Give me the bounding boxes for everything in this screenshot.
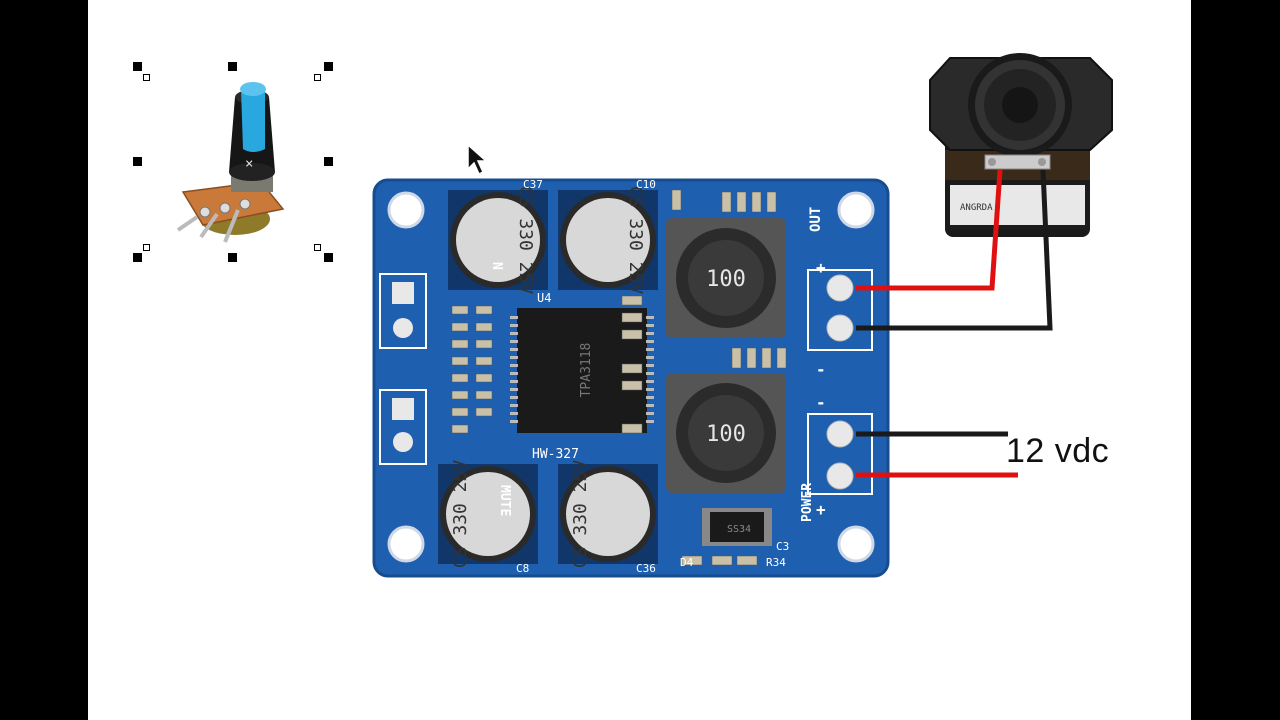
svg-text:CS 330 25V: CS 330 25V: [450, 460, 471, 569]
svg-text:CS 330 25V: CS 330 25V: [515, 186, 536, 295]
capacitor-top-right: CS 330 25V: [558, 186, 658, 295]
silk-label-pwr-minus: -: [816, 393, 826, 412]
svg-text:CS 330 25V: CS 330 25V: [570, 460, 591, 569]
amplifier-board: CS 330 25V CS 330 25V CS 330 25V CS 330 …: [372, 178, 890, 578]
selection-handle[interactable]: [228, 62, 237, 71]
svg-text:CS 330 25V: CS 330 25V: [625, 186, 646, 295]
silk-label-pwr-plus: +: [816, 500, 826, 519]
capacitor-bottom-left: CS 330 25V: [438, 460, 538, 569]
capacitor-top-left: CS 330 25V: [448, 186, 548, 295]
supply-voltage-label: 12 vdc: [1006, 432, 1110, 470]
speaker-image: ANGRDA: [929, 53, 1113, 237]
diagram-canvas: × ANGRDA CS 330 25V: [88, 0, 1191, 720]
svg-text:HW-327: HW-327: [532, 447, 579, 462]
inductor-bottom: 100: [666, 373, 786, 493]
selection-handle[interactable]: [133, 62, 142, 71]
speaker-negative-wire: [856, 169, 1053, 331]
silk-label-r34: R34: [766, 556, 786, 569]
svg-text:×: ×: [245, 156, 253, 172]
selection-handle[interactable]: [143, 74, 150, 81]
silk-label-c36: C36: [636, 562, 656, 575]
selection-handle[interactable]: [314, 74, 321, 81]
svg-text:100: 100: [706, 267, 746, 292]
silk-label-out-minus: -: [816, 360, 826, 379]
svg-text:TPA3118: TPA3118: [579, 343, 594, 398]
svg-text:ANGRDA: ANGRDA: [960, 203, 993, 213]
silk-label-c10: C10: [636, 178, 656, 191]
inductor-top: 100: [666, 218, 786, 338]
silk-label-out-plus: +: [816, 258, 826, 277]
silk-label-c37: C37: [523, 178, 543, 191]
selection-handle[interactable]: [133, 157, 142, 166]
wiring: [856, 169, 1053, 478]
capacitor-bottom-right: CS 330 25V: [558, 460, 658, 569]
silk-label-c3: C3: [776, 540, 790, 553]
mouse-cursor-icon: [467, 143, 488, 176]
selection-handle[interactable]: [324, 253, 333, 262]
selection-handle[interactable]: [143, 244, 150, 251]
selection-handle[interactable]: [314, 244, 321, 251]
svg-text:100: 100: [706, 422, 746, 447]
selection-handle[interactable]: [324, 62, 333, 71]
power-terminals: [807, 413, 873, 495]
selection-handle[interactable]: [228, 253, 237, 262]
svg-text:U4: U4: [537, 291, 551, 305]
left-connector-bottom: [379, 389, 427, 465]
potentiometer-selection[interactable]: ×: [133, 62, 333, 266]
potentiometer-image: ×: [176, 82, 285, 243]
selection-handle[interactable]: [324, 157, 333, 166]
speaker-positive-wire: [856, 169, 1003, 291]
silk-label-d4: D4: [680, 556, 694, 569]
silk-label-c8: C8: [516, 562, 530, 575]
selection-handle[interactable]: [133, 253, 142, 262]
svg-text:SS34: SS34: [727, 524, 751, 535]
output-terminals: [807, 269, 873, 351]
left-connector-top: [379, 273, 427, 349]
diode-ss34: SS34: [702, 508, 772, 546]
